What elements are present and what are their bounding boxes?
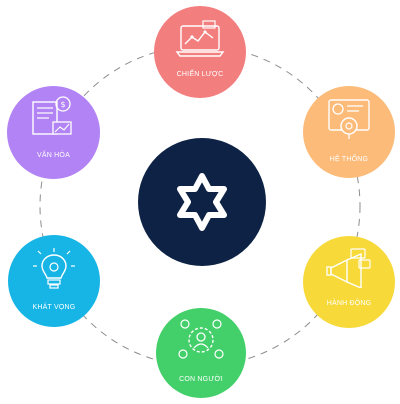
system-dashboard-icon xyxy=(328,99,370,139)
node-label-hanh-dong: HÀNH ĐỘNG xyxy=(326,300,372,307)
strategy-laptop-icon xyxy=(175,20,225,57)
node-he-thong: HỆ THỐNG xyxy=(303,86,395,178)
megaphone-icon xyxy=(326,248,371,288)
center-logo-circle xyxy=(138,138,266,266)
six-point-star-logo-icon xyxy=(177,173,227,231)
node-hanh-dong: HÀNH ĐỘNG xyxy=(303,236,395,328)
node-khat-vong: KHÁT VỌNG xyxy=(8,235,100,327)
node-van-hoa: $ VĂN HÓA xyxy=(7,86,100,179)
people-network-icon xyxy=(178,319,224,359)
node-label-con-nguoi: CON NGƯỜI xyxy=(179,376,223,383)
node-chien-luoc: CHIẾN LƯỢC xyxy=(154,6,246,98)
document-money-icon: $ xyxy=(32,96,72,135)
node-label-chien-luoc: CHIẾN LƯỢC xyxy=(176,71,224,78)
node-label-van-hoa: VĂN HÓA xyxy=(37,152,70,159)
node-con-nguoi: CON NGƯỜI xyxy=(156,308,246,398)
node-label-khat-vong: KHÁT VỌNG xyxy=(32,304,76,311)
lightbulb-icon xyxy=(33,248,75,289)
svg-text:$: $ xyxy=(60,100,65,109)
node-label-he-thong: HỆ THỐNG xyxy=(329,156,369,163)
